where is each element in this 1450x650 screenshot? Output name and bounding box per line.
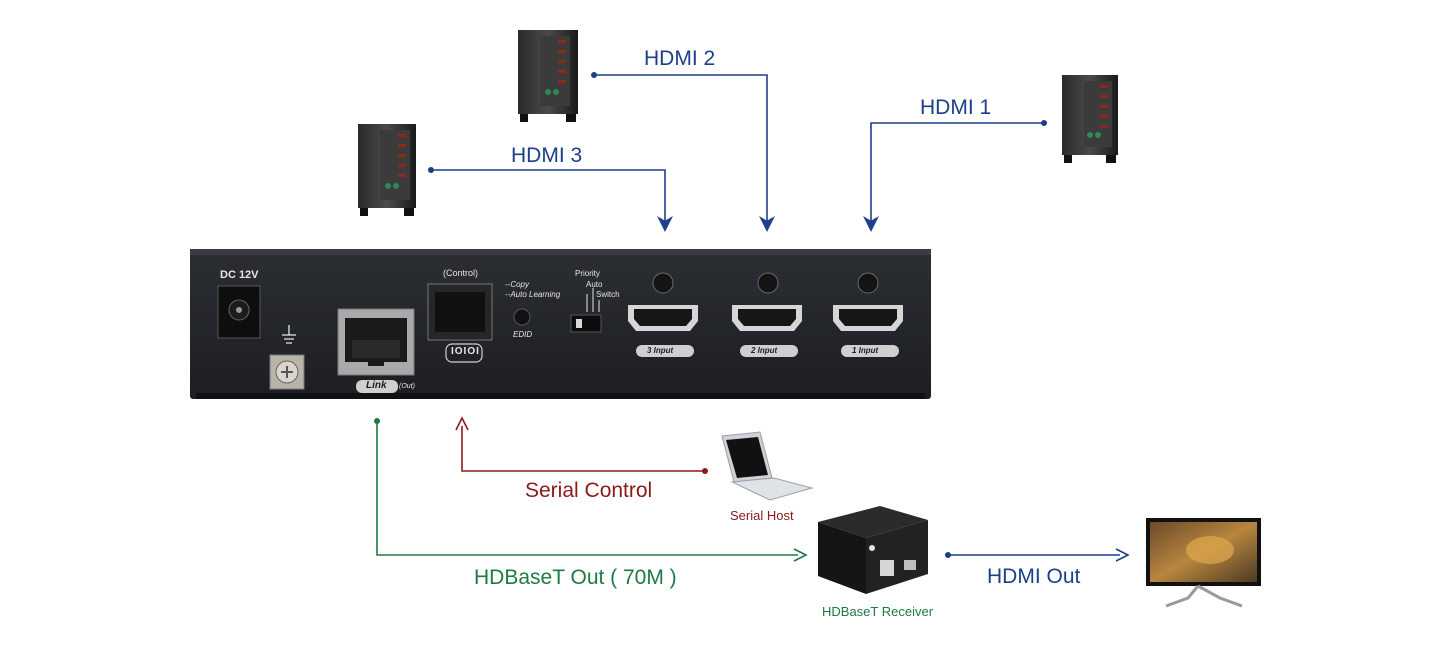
link-out-label: (Out) <box>399 383 415 390</box>
dc-power-jack <box>217 285 261 339</box>
hdmi3-cable <box>428 167 673 232</box>
serial-host-laptop-icon <box>721 431 814 501</box>
hdbaset-switcher-rear-panel <box>190 249 931 399</box>
hdmi-out-label: HDMI Out <box>987 565 1081 588</box>
ground-terminal <box>269 325 305 390</box>
hdmi3-label: HDMI 3 <box>511 144 583 167</box>
input3-label: 3 Input <box>647 346 674 355</box>
hdmi2-label: HDMI 2 <box>644 47 716 70</box>
hdbaset-out-label: HDBaseT Out ( 70M ) <box>474 566 677 589</box>
hdmi-input-2-port <box>732 272 802 357</box>
hdbaset-link-port <box>337 308 415 393</box>
auto-label: Auto <box>586 280 603 289</box>
input1-label: 1 Input <box>852 346 879 355</box>
hdmi1-label: HDMI 1 <box>920 96 992 119</box>
serial-host-label: Serial Host <box>730 508 794 523</box>
source-pc-hdmi2-icon <box>518 30 578 122</box>
hdmi-input-1-port <box>833 272 903 357</box>
dc-12v-label: DC 12V <box>220 269 259 281</box>
hdbaset-receiver-icon <box>818 506 928 594</box>
edid-label: EDID <box>513 330 533 339</box>
mode-dip-switch <box>570 288 602 333</box>
hdmi-input-3-port <box>628 272 698 357</box>
input2-label: 2 Input <box>751 346 778 355</box>
hdmi-out-cable <box>945 548 1130 562</box>
source-pc-hdmi3-icon <box>358 124 416 216</box>
serial-control-cable <box>455 416 708 474</box>
priority-label: Priority <box>575 269 600 278</box>
source-pc-hdmi1-icon <box>1062 75 1118 163</box>
rs232-symbol-label: IOIOI <box>451 346 480 357</box>
link-label: Link <box>366 380 387 391</box>
serial-control-label: Serial Control <box>525 479 653 502</box>
control-label: (Control) <box>443 268 479 278</box>
hdbaset-cable <box>374 418 808 562</box>
auto-learning-label: --Auto Learning <box>505 290 561 299</box>
control-serial-port <box>427 283 493 363</box>
hdmi1-cable <box>863 120 1047 232</box>
display-monitor-icon <box>1146 518 1261 608</box>
hdbaset-receiver-label: HDBaseT Receiver <box>822 604 934 619</box>
switch-label: Switch <box>596 290 620 299</box>
edid-button <box>513 308 531 326</box>
copy-label: --Copy <box>505 280 530 289</box>
hdmi2-cable <box>591 72 775 232</box>
